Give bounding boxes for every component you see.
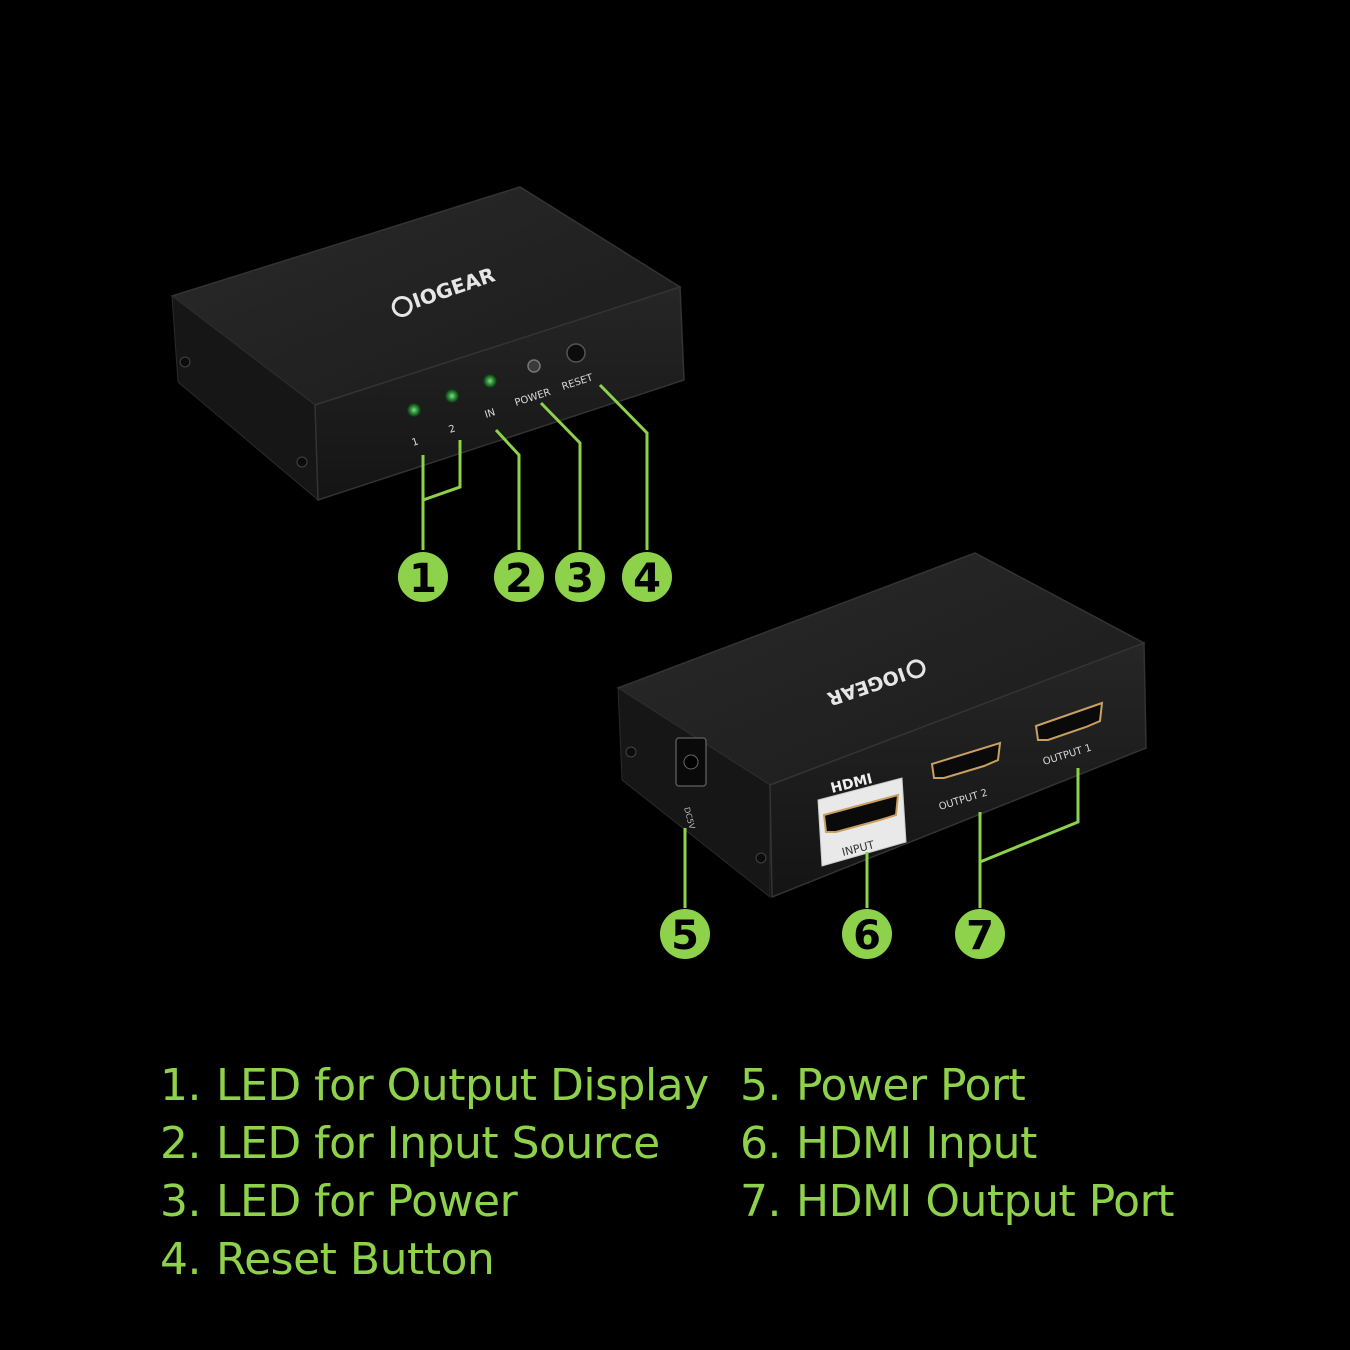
in-label: IN xyxy=(484,407,497,421)
svg-text:7: 7 xyxy=(966,913,994,959)
callout-6: 6 xyxy=(842,909,892,959)
led-input xyxy=(483,374,497,388)
back-callout-lines xyxy=(683,768,1080,908)
callout-circles: 1 2 3 4 5 6 7 xyxy=(398,552,1005,959)
svg-text:5: 5 xyxy=(671,913,699,959)
callout-3: 3 xyxy=(555,552,605,602)
led-2-label: 2 xyxy=(448,423,457,435)
callout-2: 2 xyxy=(494,552,544,602)
callout-1: 1 xyxy=(398,552,448,602)
hdmi-output-1-port xyxy=(1034,701,1104,741)
svg-text:1: 1 xyxy=(409,556,437,602)
svg-text:4: 4 xyxy=(633,556,661,602)
hdmi-input-port xyxy=(822,793,900,833)
led-output-2 xyxy=(445,389,459,403)
hdmi-output-2-port xyxy=(930,741,1002,779)
front-device: IOGEAR 1 2 IN POWER RESET xyxy=(170,186,685,502)
svg-text:2: 2 xyxy=(505,556,533,602)
back-device: DC5V IOGEAR HDMI INPUT OUTPUT 2 OUTPUT 1 xyxy=(616,552,1147,899)
callout-4: 4 xyxy=(622,552,672,602)
led-power xyxy=(527,359,541,373)
svg-text:6: 6 xyxy=(853,913,881,959)
front-callout-lines xyxy=(421,383,649,550)
callout-7: 7 xyxy=(955,909,1005,959)
svg-text:3: 3 xyxy=(566,556,594,602)
callout-5: 5 xyxy=(660,909,710,959)
led-output-1 xyxy=(407,403,421,417)
reset-button xyxy=(566,343,586,363)
led-1-label: 1 xyxy=(411,436,420,448)
